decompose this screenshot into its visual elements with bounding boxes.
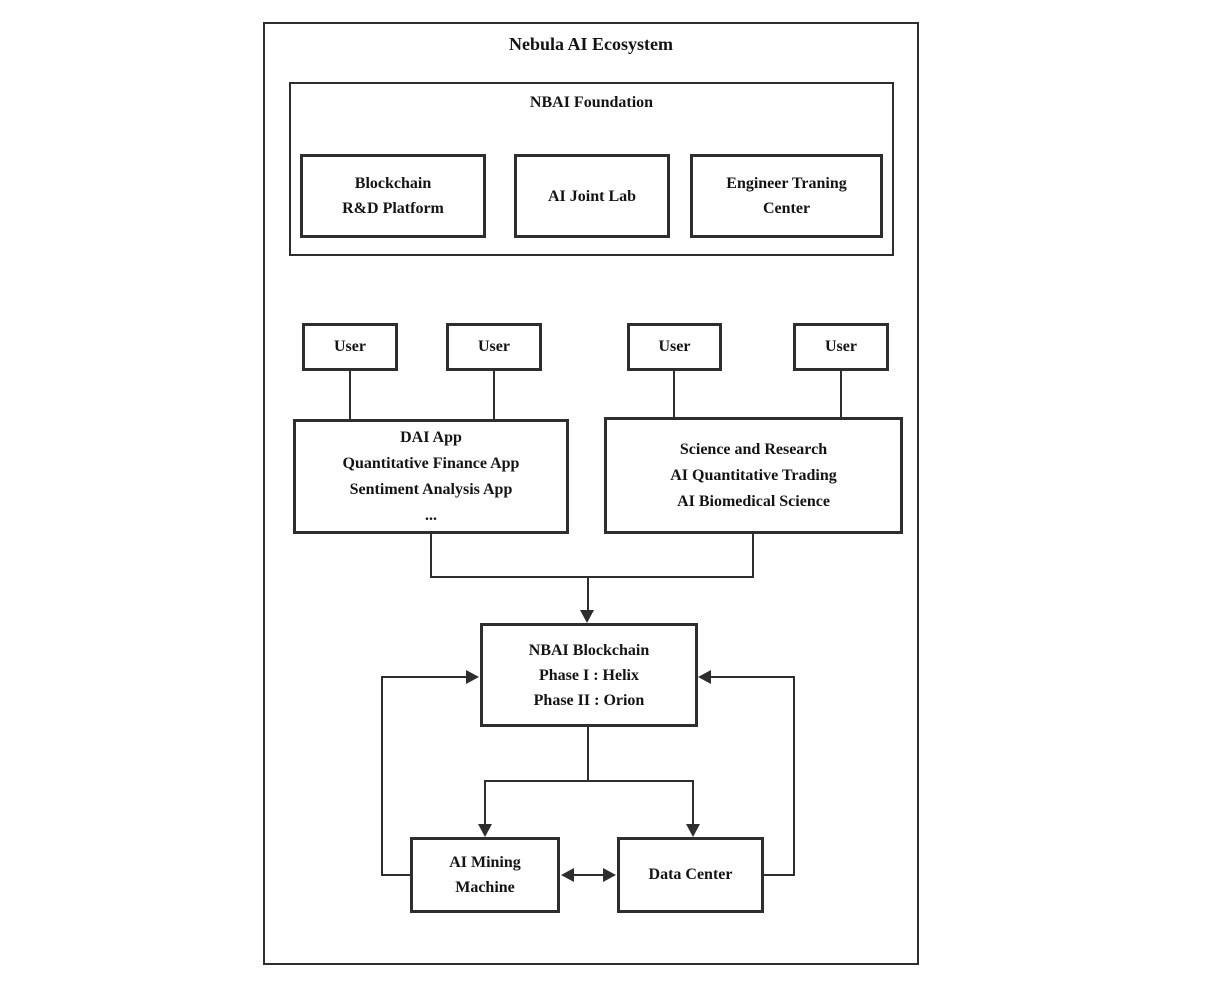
edge-split [484, 780, 694, 782]
arrowhead-into-datacenter-left [603, 868, 616, 882]
node-consumer-apps: DAI App Quantitative Finance App Sentime… [293, 419, 569, 534]
node-nbai-blockchain: NBAI Blockchain Phase I : Helix Phase II… [480, 623, 698, 727]
edge-datacenter-loop-vertical [793, 676, 795, 876]
edge-datacenter-loop-top [709, 676, 795, 678]
node-user-4: User [793, 323, 889, 371]
node-ai-mining-machine: AI Mining Machine [410, 837, 560, 913]
edge-mining-loop-bottom [382, 874, 410, 876]
node-user-3: User [627, 323, 722, 371]
edge-consumer-apps-down [430, 534, 432, 578]
arrowhead-into-blockchain-top [580, 610, 594, 623]
edge-user3-to-research-apps [673, 371, 675, 417]
node-line: NBAI Blockchain [528, 641, 650, 659]
edge-mining-loop-vertical [381, 676, 383, 876]
arrowhead-into-datacenter-top [686, 824, 700, 837]
node-user-1: User [302, 323, 398, 371]
edge-split-to-mining [484, 780, 486, 824]
ecosystem-title: Nebula AI Ecosystem [508, 34, 673, 54]
node-ai-joint-lab: AI Joint Lab [514, 154, 670, 238]
node-line: Engineer Traning [726, 175, 847, 192]
node-line: Center [762, 200, 811, 217]
edge-user4-to-research-apps [840, 371, 842, 417]
node-line: AI Joint Lab [547, 187, 637, 205]
node-line: DAI App [400, 428, 462, 446]
edge-apps-join [430, 576, 754, 578]
node-line: R&D Platform [342, 200, 444, 217]
edge-apps-to-blockchain [587, 576, 589, 611]
edge-user1-to-consumer-apps [349, 371, 351, 419]
arrowhead-into-mining-top [478, 824, 492, 837]
edge-blockchain-down [587, 727, 589, 782]
node-engineer-training-center: Engineer Traning Center [690, 154, 883, 238]
foundation-title: NBAI Foundation [529, 94, 654, 111]
node-data-center: Data Center [617, 837, 764, 913]
node-line: User [478, 338, 510, 355]
node-line: Phase I : Helix [539, 666, 639, 684]
node-line: Quantitative Finance App [342, 454, 520, 472]
node-line: Machine [455, 879, 515, 896]
node-research-apps: Science and Research AI Quantitative Tra… [604, 417, 903, 534]
node-line: Blockchain [354, 175, 432, 192]
node-line: User [658, 338, 691, 355]
node-line: Science and Research [679, 440, 828, 458]
node-line: AI Mining [449, 854, 521, 871]
node-line: User [825, 338, 857, 355]
node-line: AI Quantitative Trading [670, 466, 837, 484]
node-line: ... [425, 506, 437, 524]
edge-research-apps-down [752, 534, 754, 578]
node-blockchain-rd-platform: Blockchain R&D Platform [300, 154, 486, 238]
node-user-2: User [446, 323, 542, 371]
foundation-frame: NBAI Foundation [289, 82, 894, 256]
arrowhead-into-blockchain-left [466, 670, 479, 684]
edge-split-to-datacenter [692, 780, 694, 824]
node-line: Sentiment Analysis App [349, 480, 513, 498]
ecosystem-frame: Nebula AI Ecosystem [263, 22, 919, 965]
edge-user2-to-consumer-apps [493, 371, 495, 419]
node-line: Phase II : Orion [533, 691, 645, 709]
arrowhead-into-blockchain-right [698, 670, 711, 684]
edge-mining-loop-top [381, 676, 467, 678]
edge-datacenter-loop-bottom [764, 874, 794, 876]
node-line: User [334, 338, 366, 355]
node-line: Data Center [648, 866, 733, 883]
edge-mining-datacenter [572, 874, 604, 876]
arrowhead-into-mining-right [561, 868, 574, 882]
node-line: AI Biomedical Science [677, 492, 830, 510]
